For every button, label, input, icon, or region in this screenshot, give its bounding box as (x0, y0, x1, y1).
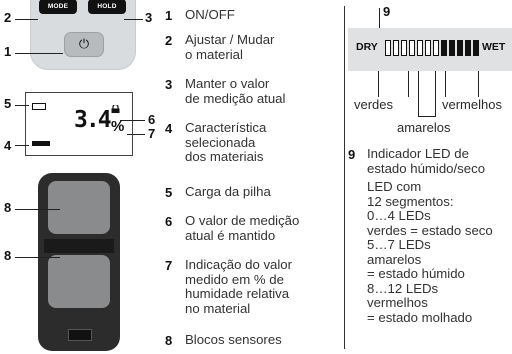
callout-1: 1 (4, 44, 12, 59)
bracket-yellow-bottom (418, 116, 436, 118)
bracket-yellow-left (418, 71, 420, 117)
leader-line-1 (15, 53, 63, 55)
legend-text-9-desc: LED com 12 segmentos: 0…4 LEDs verdes = … (367, 179, 493, 325)
leader-line-4 (15, 145, 29, 147)
battery-icon (32, 103, 46, 110)
sensor-body-illustration (38, 173, 120, 351)
led-segment-7 (433, 40, 439, 56)
legend-text-8: Blocos sensores (185, 332, 282, 347)
red-label: vermelhos (442, 97, 502, 112)
legend-text-1: ON/OFF (185, 7, 235, 22)
leader-line-9 (379, 8, 381, 42)
led-segment-3 (401, 40, 407, 56)
lcd-display: 3.4 % (25, 92, 133, 156)
leader-line-2 (15, 19, 38, 21)
led-segment-4 (409, 40, 415, 56)
sensor-pad-upper (48, 181, 110, 234)
legend-num-5: 5 (165, 185, 173, 200)
legend-num-7: 7 (165, 258, 173, 273)
legend-text-6: O valor de medição atual é mantido (185, 213, 300, 243)
bracket-green-left (378, 71, 380, 97)
legend-num-3: 3 (165, 77, 173, 92)
power-icon: ⏻ (78, 36, 90, 51)
led-segment-5 (417, 40, 423, 56)
green-label: verdes (354, 97, 394, 112)
callout-3: 3 (145, 10, 153, 25)
dry-label: DRY (356, 41, 378, 53)
mode-button[interactable]: MODE (39, 0, 77, 14)
legend-num-6: 6 (165, 214, 173, 229)
bracket-red-right (478, 71, 480, 97)
legend-text-3: Manter o valor de medição atual (185, 76, 286, 106)
hold-button[interactable]: HOLD (88, 0, 126, 14)
led-segment-10 (457, 40, 463, 56)
callout-9: 9 (383, 4, 391, 19)
legend-text-2: Ajustar / Mudar o material (185, 32, 275, 62)
led-segment-2 (393, 40, 399, 56)
leader-line-3 (124, 19, 143, 21)
legend-num-8: 8 (165, 333, 173, 348)
lcd-unit: % (111, 118, 125, 135)
led-segment-8 (441, 40, 447, 56)
sensor-pad-lower (48, 255, 110, 308)
callout-6: 6 (148, 112, 156, 127)
yellow-label: amarelos (397, 120, 451, 135)
legend-num-4: 4 (165, 121, 173, 136)
leader-line-8-lower (15, 257, 60, 259)
leader-line-8-upper (15, 209, 60, 211)
led-segment-9 (449, 40, 455, 56)
led-segment-12 (473, 40, 479, 56)
callout-2: 2 (4, 10, 12, 25)
wet-label: WET (482, 41, 506, 53)
led-indicator-panel: DRY WET (348, 28, 512, 71)
callout-4: 4 (4, 138, 12, 153)
lcd-reading: 3.4 (74, 107, 112, 133)
column-divider (344, 6, 346, 349)
material-indicator-icon (32, 141, 50, 146)
legend-num-9: 9 (348, 147, 356, 162)
bracket-red-left (445, 71, 447, 97)
led-segment-11 (465, 40, 471, 56)
bracket-yellow-right (435, 71, 437, 117)
sensor-belt (44, 239, 114, 253)
leader-line-7 (127, 134, 145, 136)
device-top-illustration: MODE HOLD ⏻ (30, 0, 136, 70)
led-segment-6 (425, 40, 431, 56)
legend-num-1: 1 (165, 8, 173, 23)
legend-text-5: Carga da pilha (185, 184, 271, 199)
leader-line-5 (15, 105, 29, 107)
callout-7: 7 (148, 126, 156, 141)
callout-8-upper: 8 (4, 200, 12, 215)
led-segment-1 (385, 40, 391, 56)
legend-num-2: 2 (165, 33, 173, 48)
power-button[interactable]: ⏻ (64, 32, 104, 57)
callout-8-lower: 8 (4, 248, 12, 263)
lock-icon (111, 105, 120, 113)
legend-text-9-title: Indicador LED de estado húmido/seco (367, 146, 486, 176)
leader-line-6 (120, 120, 145, 122)
legend-text-7: Indicação do valor medido em % de humida… (185, 257, 293, 316)
bracket-green-right (408, 71, 410, 97)
sensor-grip (68, 329, 92, 341)
callout-5: 5 (4, 96, 12, 111)
legend-text-4: Característica selecionada dos materiais (185, 120, 267, 164)
